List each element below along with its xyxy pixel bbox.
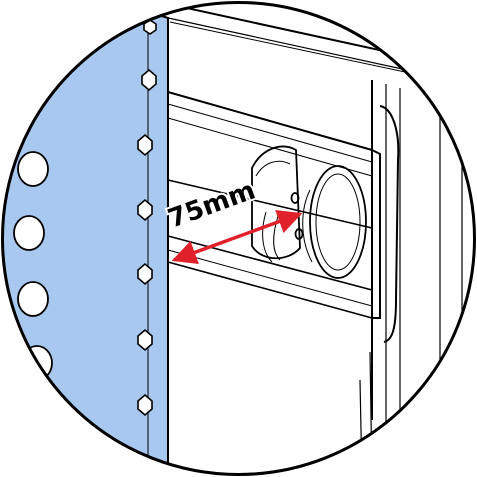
square-hole-icon [137,328,153,352]
square-hole-icon [137,133,153,157]
oval-slot-icon [17,281,49,317]
square-hole-column [137,19,157,417]
square-hole-icon [137,198,153,222]
oval-slot-icon [13,215,45,251]
oval-slot-icon [17,151,49,187]
bracket-screw-hole-upper [290,192,300,204]
square-hole-icon [141,68,157,92]
square-hole-icon [137,262,153,286]
measurement-arrow [171,210,303,264]
large-bracket-hole [309,165,367,279]
square-hole-icon [137,393,153,417]
